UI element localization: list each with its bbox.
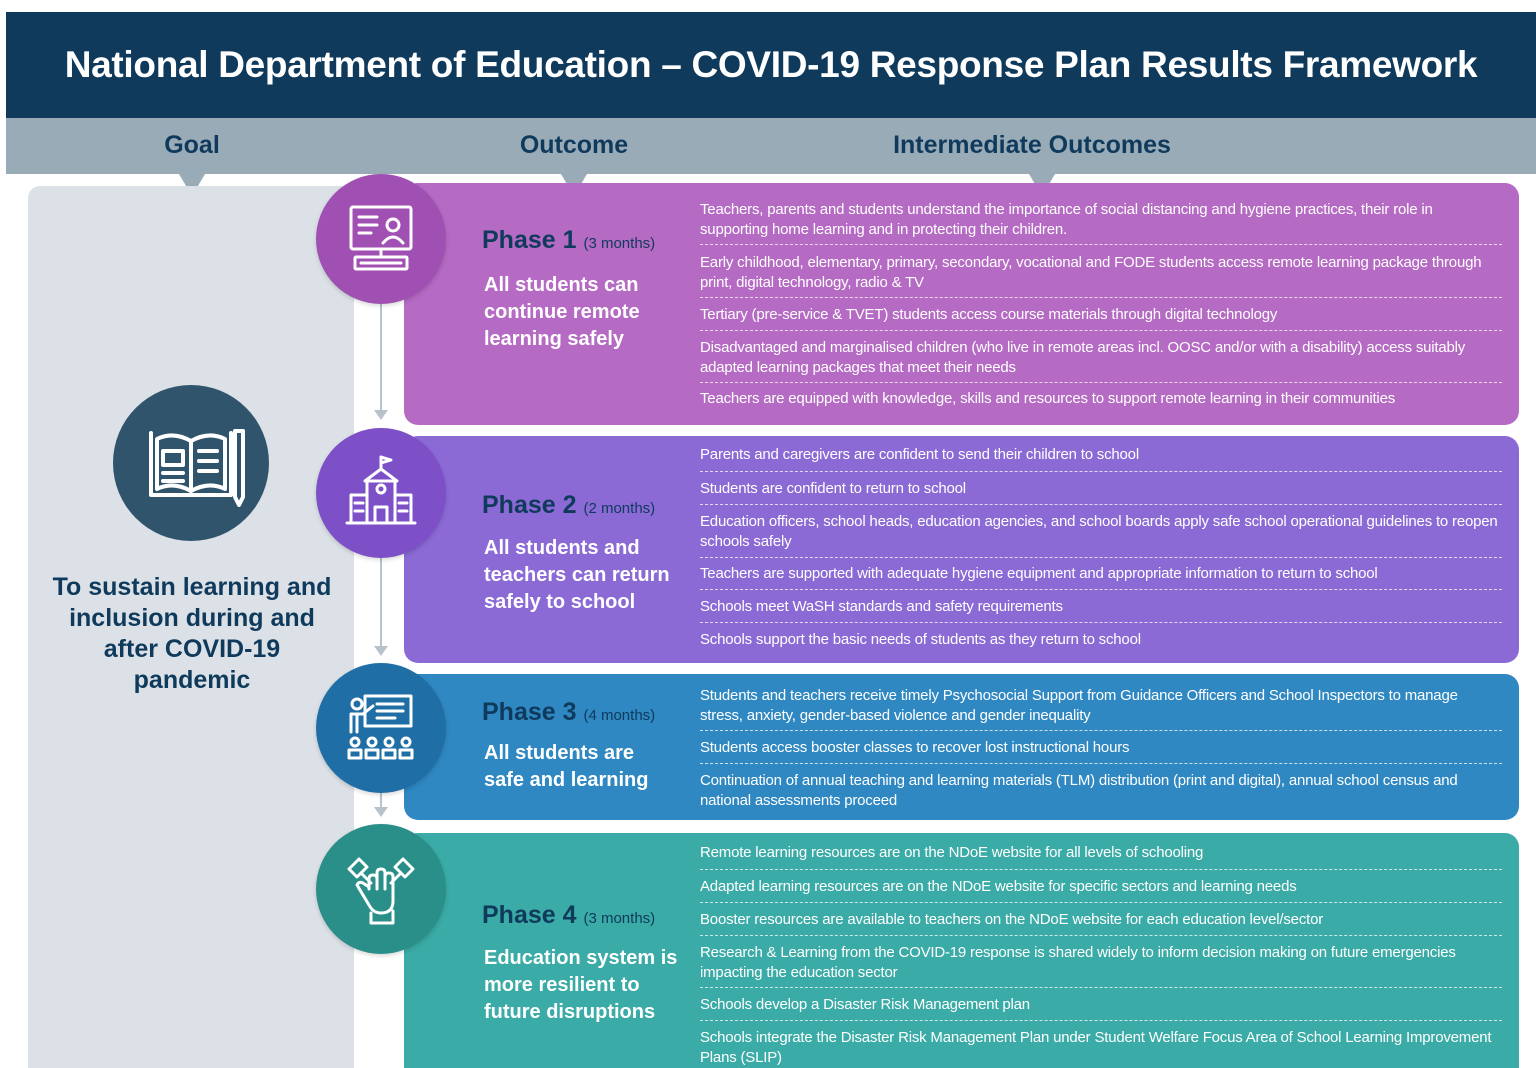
intermediate-outcome-item: Remote learning resources are on the NDo… — [700, 843, 1502, 870]
phase-1-box — [404, 183, 1519, 425]
connector-line — [380, 304, 382, 410]
title-bar — [6, 12, 1536, 118]
phase-1-intermediate-outcomes: Teachers, parents and students understan… — [700, 200, 1502, 413]
phase-2-circle — [316, 428, 446, 558]
intermediate-outcome-item: Early childhood, elementary, primary, se… — [700, 245, 1502, 298]
phase-3-label: Phase 3 (4 months) — [482, 698, 655, 727]
phase-2-outcome: All students and teachers can return saf… — [484, 537, 670, 613]
phase-2-box — [404, 436, 1519, 663]
joined-hands-icon — [347, 857, 415, 925]
phase-2-intermediate-outcomes: Parents and caregivers are confident to … — [700, 445, 1502, 652]
phase-3-intermediate-outcomes: Students and teachers receive timely Psy… — [700, 686, 1502, 813]
intermediate-outcome-item: Booster resources are available to teach… — [700, 903, 1502, 936]
intermediate-outcome-item: Schools meet WaSH standards and safety r… — [700, 590, 1502, 623]
phase-1-label: Phase 1 (3 months) — [482, 226, 655, 255]
column-header-band — [6, 118, 1536, 174]
intermediate-outcome-item: Tertiary (pre-service & TVET) students a… — [700, 298, 1502, 331]
intermediate-outcome-item: Schools integrate the Disaster Risk Mana… — [700, 1029, 1492, 1066]
connector-arrow — [374, 646, 388, 656]
intermediate-outcome-item: Students access booster classes to recov… — [700, 731, 1502, 764]
goal-statement: To sustain learning and inclusion during… — [52, 573, 332, 694]
phase-3-circle — [316, 663, 446, 793]
phase-2-name: Phase 2 — [482, 491, 577, 519]
connector-arrow — [374, 410, 388, 420]
phase-2-label: Phase 2 (2 months) — [482, 491, 655, 520]
phase-4-name: Phase 4 — [482, 901, 577, 929]
intermediate-outcome-item: Teachers are supported with adequate hyg… — [700, 558, 1502, 590]
computer-learning-icon — [349, 205, 413, 271]
connector-arrow — [374, 807, 388, 817]
phase-4-outcome: Education system is more resilient to fu… — [484, 947, 678, 1023]
intermediate-outcome-item: Continuation of annual teaching and lear… — [700, 772, 1458, 809]
intermediate-outcome-item: Schools develop a Disaster Risk Manageme… — [700, 988, 1502, 1021]
phase-1-outcome: All students can continue remote learnin… — [484, 274, 640, 350]
classroom-teacher-icon — [347, 694, 414, 760]
phase-3-outcome: All students are safe and learning — [484, 742, 649, 791]
page-title: National Department of Education – COVID… — [64, 44, 1478, 85]
book-icon — [149, 429, 245, 507]
phase-3-duration: (4 months) — [583, 707, 656, 724]
phase-4-intermediate-outcomes: Remote learning resources are on the NDo… — [700, 843, 1502, 1068]
goal-header: Goal — [164, 131, 220, 159]
intermediate-outcome-item: Teachers are equipped with knowledge, sk… — [700, 390, 1396, 407]
phase-2-duration: (2 months) — [583, 500, 656, 517]
goal-panel — [28, 186, 354, 1068]
intermediate-outcome-item: Students are confident to return to scho… — [700, 472, 1502, 505]
connector-line — [380, 793, 382, 807]
intermediate-outcomes-header: Intermediate Outcomes — [893, 131, 1171, 159]
intermediate-outcome-item: Students and teachers receive timely Psy… — [700, 686, 1502, 731]
phase-1-name: Phase 1 — [482, 226, 577, 254]
intermediate-outcome-item: Education officers, school heads, educat… — [700, 505, 1502, 558]
school-building-icon — [345, 455, 417, 525]
connector-line — [380, 558, 382, 646]
intermediate-outcome-item: Adapted learning resources are on the ND… — [700, 870, 1502, 903]
goal-circle — [113, 385, 269, 541]
phase-1-circle — [316, 174, 446, 304]
phase-4-box — [404, 833, 1519, 1068]
phase-1-duration: (3 months) — [583, 235, 656, 252]
intermediate-outcome-item: Schools support the basic needs of stude… — [700, 631, 1141, 648]
phase-3-name: Phase 3 — [482, 698, 577, 726]
outcome-header: Outcome — [519, 131, 629, 159]
intermediate-outcome-item: Teachers, parents and students understan… — [700, 200, 1502, 245]
intermediate-outcome-item: Disadvantaged and marginalised children … — [700, 331, 1502, 383]
phase-3-box — [404, 674, 1519, 820]
phase-4-circle — [316, 824, 446, 954]
phase-4-duration: (3 months) — [583, 910, 656, 927]
intermediate-outcome-item: Parents and caregivers are confident to … — [700, 445, 1502, 472]
phase-4-label: Phase 4 (3 months) — [482, 901, 655, 930]
intermediate-outcome-item: Research & Learning from the COVID-19 re… — [700, 936, 1502, 988]
